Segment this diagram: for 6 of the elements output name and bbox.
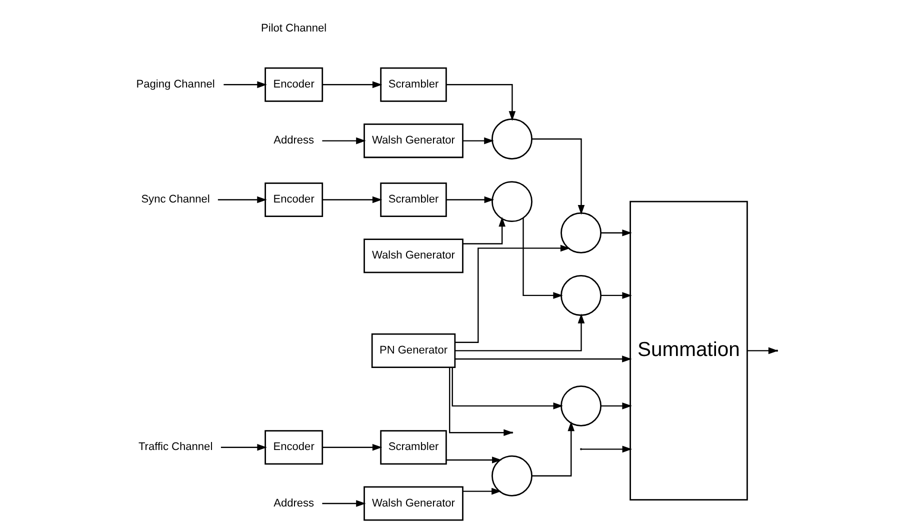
node-text: Address xyxy=(274,497,314,510)
label: Pilot Channel xyxy=(261,22,327,34)
node-text: Address xyxy=(274,134,314,147)
node-text: Paging Channel xyxy=(136,78,215,91)
node-text: Sync Channel xyxy=(141,194,210,206)
node-text: Traffic Channel xyxy=(138,441,213,454)
